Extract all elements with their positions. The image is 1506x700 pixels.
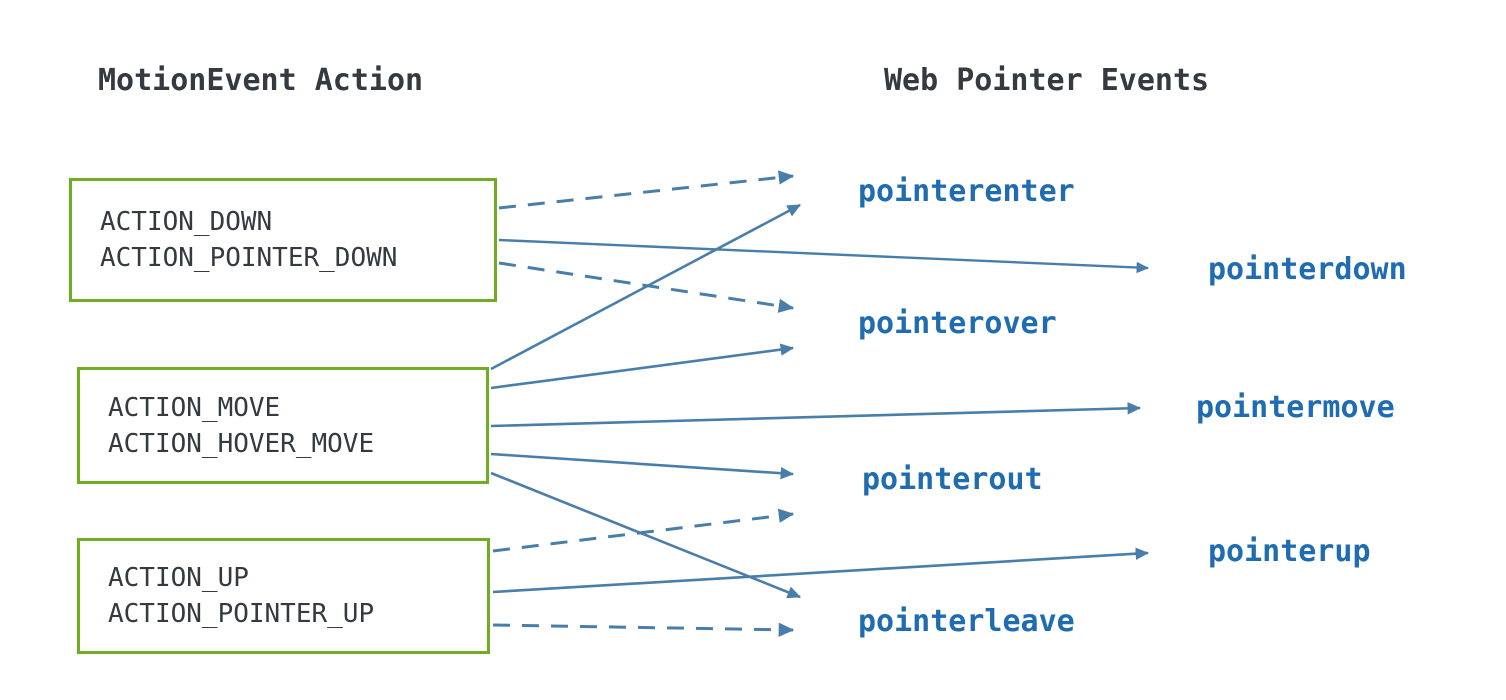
event-label-pointerup[interactable]: pointerup: [1208, 534, 1371, 569]
edge-up-to-pointerup: [492, 547, 1150, 594]
action-label: ACTION_POINTER_DOWN: [100, 243, 398, 273]
action-label: ACTION_DOWN: [100, 207, 273, 237]
edge-move-to-pointermove: [490, 402, 1142, 428]
edge-move-to-pointerleave: [490, 471, 802, 599]
event-label-pointerover[interactable]: pointerover: [858, 306, 1057, 341]
edge-move-to-pointerover: [490, 343, 795, 390]
edge-down-to-pointerenter: [498, 170, 795, 210]
action-label: ACTION_UP: [108, 563, 249, 593]
edge-up-to-pointerout: [492, 508, 795, 553]
action-label: ACTION_MOVE: [108, 392, 281, 423]
action-box-move[interactable]: ACTION_MOVE ACTION_HOVER_MOVE: [77, 367, 489, 484]
event-label-pointerout[interactable]: pointerout: [862, 462, 1043, 497]
edge-move-to-pointerout: [490, 452, 795, 480]
action-box-down[interactable]: ACTION_DOWN ACTION_POINTER_DOWN: [69, 178, 497, 302]
edge-up-to-pointerleave: [492, 622, 795, 637]
action-label: ACTION_POINTER_UP: [108, 599, 375, 629]
edge-down-to-pointerdown: [498, 238, 1149, 274]
action-label: ACTION_HOVER_MOVE: [108, 428, 375, 459]
event-label-pointerdown[interactable]: pointerdown: [1208, 252, 1407, 287]
edge-move-to-pointerenter: [490, 203, 801, 371]
column-header-web-pointer-events: Web Pointer Events: [884, 63, 1210, 98]
event-label-pointerleave[interactable]: pointerleave: [858, 604, 1075, 639]
action-box-up[interactable]: ACTION_UP ACTION_POINTER_UP: [77, 538, 490, 654]
event-label-pointerenter[interactable]: pointerenter: [858, 174, 1075, 209]
event-label-pointermove[interactable]: pointermove: [1196, 390, 1395, 425]
column-header-motionevent-action: MotionEvent Action: [98, 63, 424, 98]
